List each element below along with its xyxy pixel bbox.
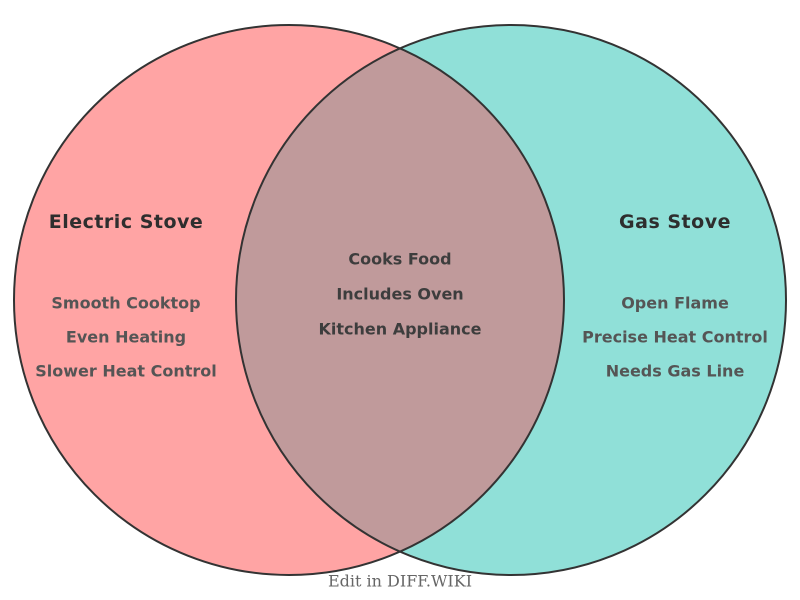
right-item: Needs Gas Line: [605, 361, 745, 381]
left-item: Even Heating: [65, 327, 187, 347]
overlap-item: Cooks Food: [348, 249, 452, 269]
right-circle-title: Gas Stove: [619, 211, 731, 233]
left-item: Slower Heat Control: [35, 361, 217, 381]
left-circle-title: Electric Stove: [48, 211, 204, 233]
left-item: Smooth Cooktop: [51, 293, 201, 313]
right-item: Open Flame: [621, 293, 729, 313]
overlap-region: [236, 25, 564, 575]
overlap-item: Includes Oven: [336, 284, 464, 304]
gas-stove-outline: [235, 24, 787, 576]
edit-in-diffwiki-link[interactable]: Edit in DIFF.WIKI: [327, 571, 473, 591]
right-item: Precise Heat Control: [582, 327, 768, 347]
overlap-item: Kitchen Appliance: [318, 319, 482, 339]
electric-stove-outline: [13, 24, 565, 576]
